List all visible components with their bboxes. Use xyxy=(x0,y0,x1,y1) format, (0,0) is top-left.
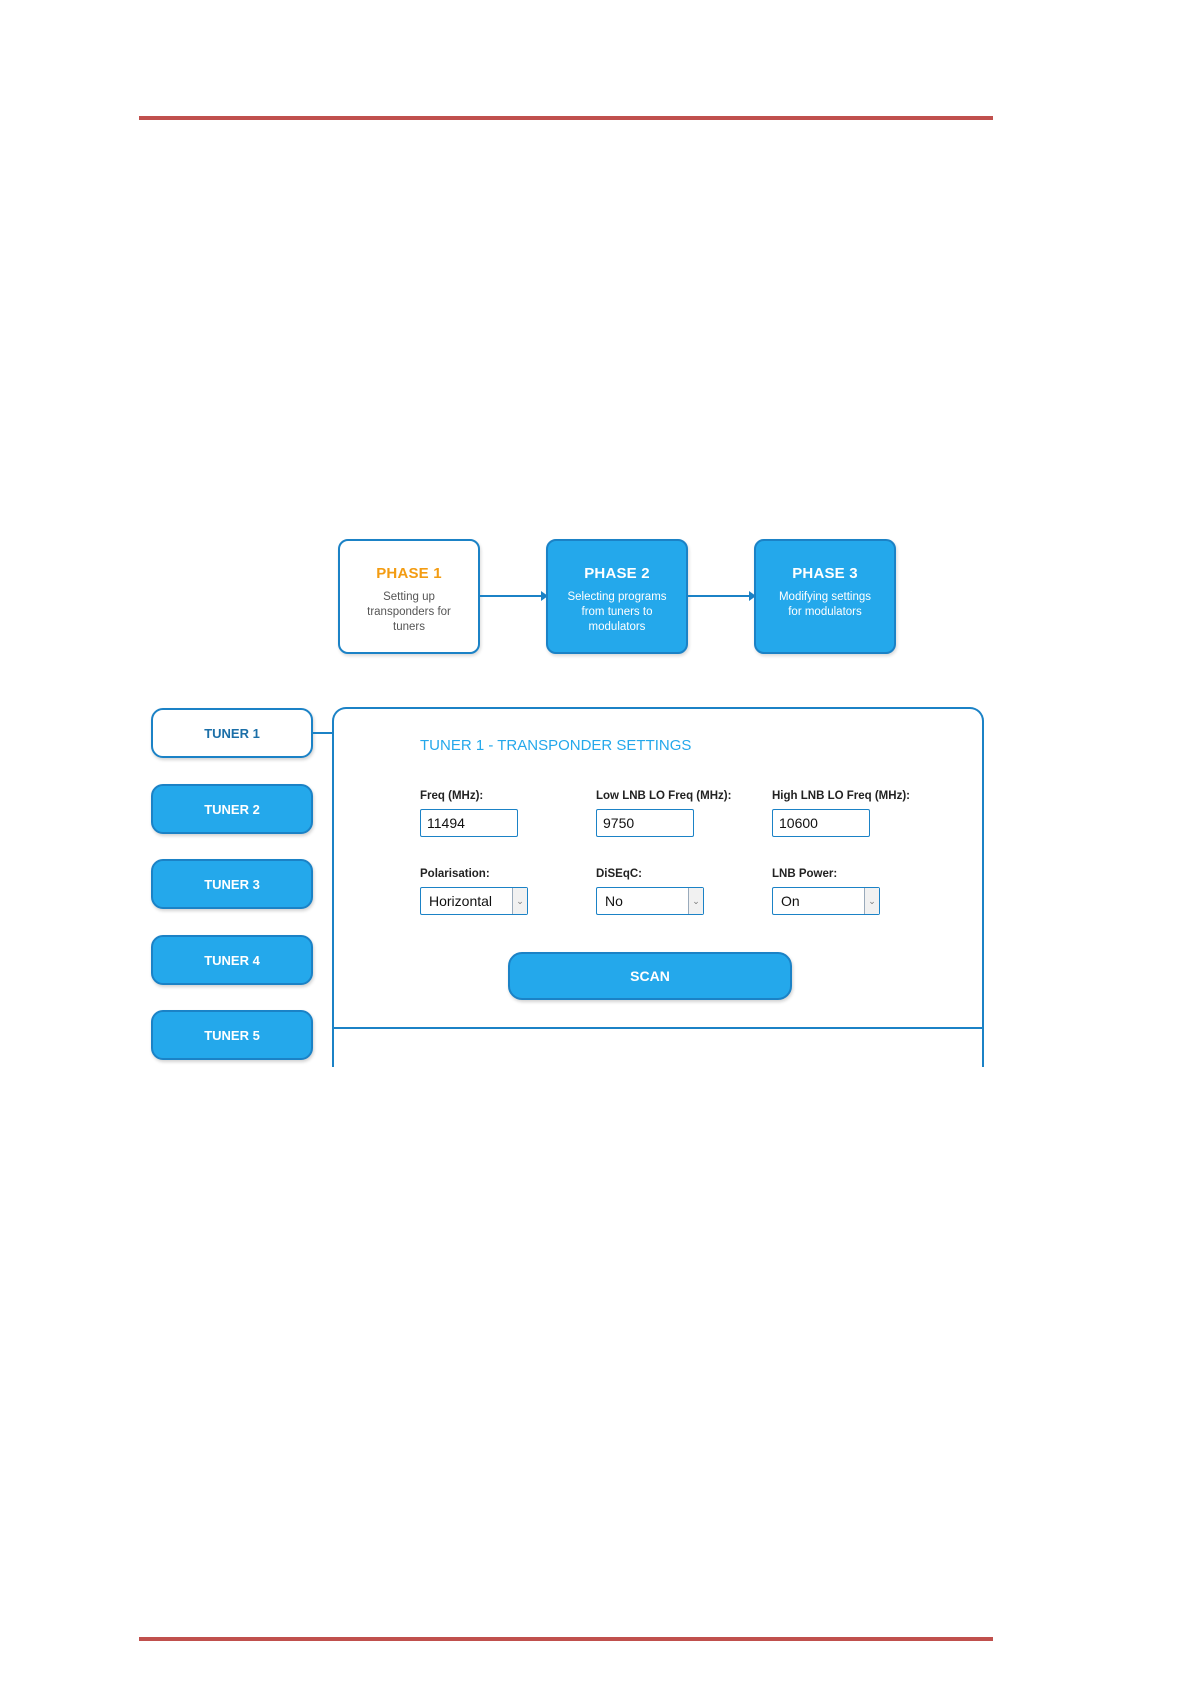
phase-3-box: PHASE 3 Modifying settings for modulator… xyxy=(754,539,896,654)
phase-2-box: PHASE 2 Selecting programs from tuners t… xyxy=(546,539,688,654)
polarisation-label: Polarisation: xyxy=(420,868,490,880)
phase-3-description: Modifying settings for modulators xyxy=(778,591,872,618)
high-lnb-input[interactable] xyxy=(772,809,870,837)
chevron-down-icon[interactable]: ⌄ xyxy=(688,888,703,914)
active-tab-connector xyxy=(313,732,334,734)
freq-input[interactable] xyxy=(420,809,518,837)
transponder-settings-panel: TUNER 1 - TRANSPONDER SETTINGS Freq (MHz… xyxy=(332,707,984,1067)
scan-button[interactable]: SCAN xyxy=(508,952,792,1000)
tab-tuner-2[interactable]: TUNER 2 xyxy=(151,784,313,834)
chevron-down-icon[interactable]: ⌄ xyxy=(512,888,527,914)
header-rule xyxy=(139,116,993,120)
lnb-power-select[interactable]: On ⌄ xyxy=(772,887,880,915)
phase-1-description: Setting up transponders for tuners xyxy=(367,591,451,633)
phase-2-title: PHASE 2 xyxy=(584,565,650,582)
phase-1-title: PHASE 1 xyxy=(376,565,442,582)
low-lnb-input[interactable] xyxy=(596,809,694,837)
low-lnb-label: Low LNB LO Freq (MHz): xyxy=(596,790,732,802)
chevron-down-icon[interactable]: ⌄ xyxy=(864,888,879,914)
high-lnb-label: High LNB LO Freq (MHz): xyxy=(772,790,910,802)
phase-1-box: PHASE 1 Setting up transponders for tune… xyxy=(338,539,480,654)
tab-tuner-1[interactable]: TUNER 1 xyxy=(151,708,313,758)
arrow-phase-2-to-3 xyxy=(688,591,756,601)
tab-tuner-3[interactable]: TUNER 3 xyxy=(151,859,313,909)
arrow-phase-1-to-2 xyxy=(480,591,548,601)
lnb-power-label: LNB Power: xyxy=(772,868,838,880)
panel-divider xyxy=(334,1027,982,1029)
lnb-power-value: On xyxy=(781,893,800,909)
diseqc-label: DiSEqC: xyxy=(596,868,642,880)
freq-label: Freq (MHz): xyxy=(420,790,484,802)
panel-title: TUNER 1 - TRANSPONDER SETTINGS xyxy=(420,737,692,754)
polarisation-value: Horizontal xyxy=(429,893,493,909)
tab-tuner-4[interactable]: TUNER 4 xyxy=(151,935,313,985)
tab-tuner-5[interactable]: TUNER 5 xyxy=(151,1010,313,1060)
footer-rule xyxy=(139,1637,993,1641)
phase-3-title: PHASE 3 xyxy=(792,565,858,582)
phase-2-description: Selecting programs from tuners to modula… xyxy=(567,591,667,633)
diseqc-select[interactable]: No ⌄ xyxy=(596,887,704,915)
diseqc-value: No xyxy=(605,893,623,909)
polarisation-select[interactable]: Horizontal ⌄ xyxy=(420,887,528,915)
